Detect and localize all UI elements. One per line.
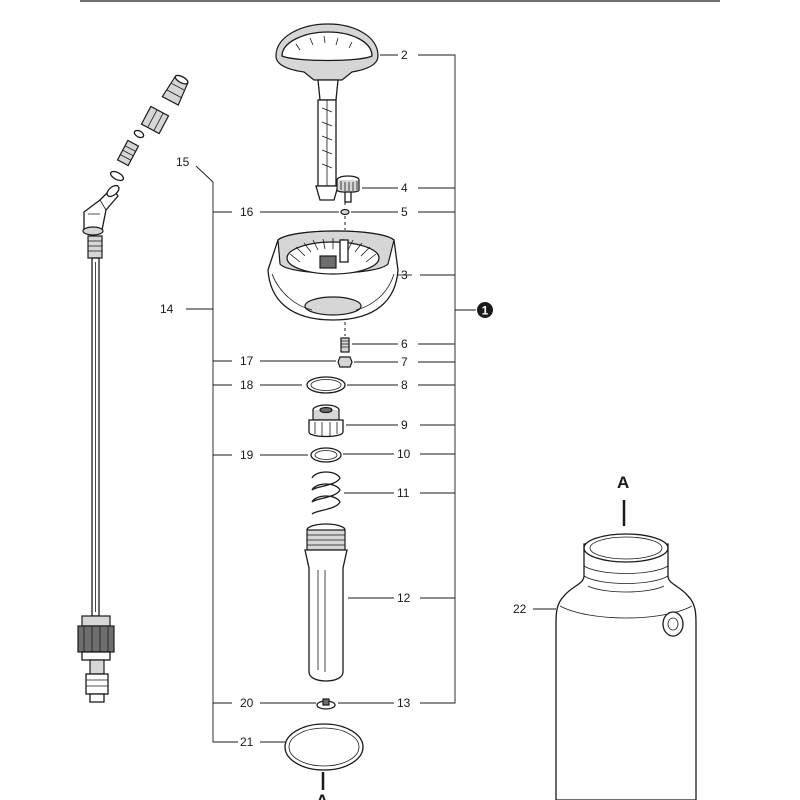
callout-15: 15 <box>176 155 190 169</box>
callout-10: 10 <box>397 447 411 461</box>
view-marker-top: A <box>617 473 629 492</box>
nozzle-tip <box>161 74 189 106</box>
callout-7: 7 <box>401 355 408 369</box>
bracket-assembly-1 <box>418 54 476 704</box>
callout-2: 2 <box>401 48 408 62</box>
part-13-check-valve <box>316 698 336 710</box>
assembly-badge-1: 1 <box>477 302 493 318</box>
part-9-piston <box>308 404 344 438</box>
svg-text:A: A <box>316 791 328 800</box>
callout-16: 16 <box>240 205 254 219</box>
callout-6: 6 <box>401 337 408 351</box>
callout-4: 4 <box>401 181 408 195</box>
part-7-valve-nut <box>337 356 353 368</box>
callout-20: 20 <box>240 696 254 710</box>
swirl-insert <box>116 139 140 167</box>
callout-8: 8 <box>401 378 408 392</box>
wand-elbow <box>82 184 120 236</box>
part-11-spring <box>311 471 341 515</box>
callout-18: 18 <box>240 378 254 392</box>
part-12-pump-cylinder <box>304 523 348 682</box>
wand-tube <box>91 257 100 617</box>
callout-11: 11 <box>397 486 410 500</box>
callout-22: 22 <box>513 602 527 616</box>
svg-text:1: 1 <box>482 304 489 318</box>
callout-19: 19 <box>240 448 254 462</box>
callout-9: 9 <box>401 418 408 432</box>
part-22-tank <box>555 533 697 800</box>
callout-12: 12 <box>397 591 411 605</box>
wand-lower-coupling <box>77 615 115 703</box>
part-4-valve-knob <box>336 175 360 203</box>
wand-threaded-fitting <box>87 235 103 259</box>
callout-5: 5 <box>401 205 408 219</box>
part-6-valve-spring <box>340 337 350 353</box>
bracket-14 <box>186 165 238 743</box>
spray-wand-assembly <box>77 74 189 703</box>
part-8-o-ring <box>306 376 346 394</box>
part-10-o-ring <box>310 447 342 463</box>
tank-outlet-port <box>662 611 684 637</box>
nozzle-washer <box>133 129 145 139</box>
callout-14: 14 <box>160 302 174 316</box>
callout-labels: 2 4 5 3 6 7 8 9 10 11 12 13 15 14 16 17 … <box>160 48 527 749</box>
nozzle-nut <box>140 105 170 135</box>
view-marker-bottom: A <box>316 772 328 800</box>
part-3-pump-cap <box>267 230 399 321</box>
callout-21: 21 <box>240 735 254 749</box>
wand-o-ring <box>109 170 125 182</box>
tank-marker-a: A <box>617 473 629 526</box>
part-5-washer <box>340 208 350 216</box>
callout-13: 13 <box>397 696 411 710</box>
part-2-pump-handle <box>275 23 379 201</box>
callout-17: 17 <box>240 354 254 368</box>
part-21-tank-gasket <box>284 723 364 771</box>
